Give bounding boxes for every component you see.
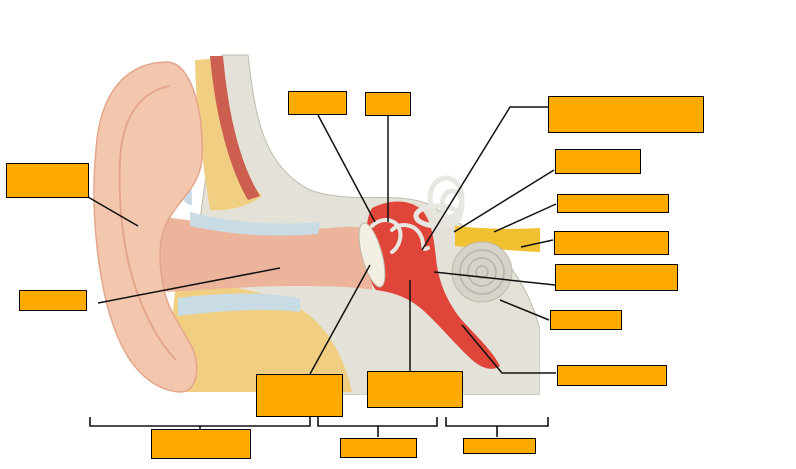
leader-canal [97, 267, 281, 304]
leader-vestibular [453, 169, 555, 233]
label-box-pinna[interactable] [6, 163, 89, 198]
leader-cochlea [499, 299, 550, 321]
bracket-middle-ear [317, 417, 438, 437]
leader-drum [309, 264, 371, 375]
label-box-cochlea[interactable] [550, 310, 622, 330]
label-box-cochlear-nerve[interactable] [557, 194, 669, 213]
label-box-inner-ear[interactable] [463, 438, 536, 454]
label-box-tympanic-cavity[interactable] [367, 371, 463, 408]
cochlea [451, 241, 513, 303]
cartilage-upper [190, 212, 320, 236]
leader-pinna [87, 196, 139, 227]
label-box-tympanic-membrane[interactable] [256, 374, 343, 417]
leader-cochlear-n [493, 203, 557, 233]
leader-vcn [520, 239, 554, 248]
label-box-outer-ear[interactable] [151, 429, 251, 459]
bracket-inner-ear [445, 417, 549, 437]
leader-scc [421, 106, 548, 251]
ear-anatomy-illustration [93, 54, 540, 395]
leader-lines [87, 106, 557, 375]
leader-tube [461, 324, 556, 374]
label-box-external-canal[interactable] [19, 290, 87, 311]
cartilage-lower [178, 293, 300, 316]
label-box-malleus[interactable] [288, 91, 347, 115]
label-box-incus[interactable] [365, 92, 411, 116]
ear-canal [150, 215, 372, 292]
label-box-eustachian-tube[interactable] [557, 365, 667, 386]
label-box-oval-window[interactable] [555, 264, 678, 291]
muscle-strip [210, 56, 260, 200]
label-box-vestibular-nerve[interactable] [555, 149, 641, 174]
label-box-middle-ear[interactable] [340, 438, 417, 458]
leader-malleus [317, 114, 376, 223]
semicircular-canals [413, 175, 465, 229]
cochlea-spiral [459, 249, 505, 295]
label-box-semicircular-canals[interactable] [548, 96, 704, 133]
tympanic-membrane [358, 222, 386, 288]
leader-oval [433, 271, 556, 286]
pinna-fold [118, 85, 177, 361]
label-box-vestibulocochlear[interactable] [554, 231, 669, 255]
ossicles [370, 218, 430, 254]
